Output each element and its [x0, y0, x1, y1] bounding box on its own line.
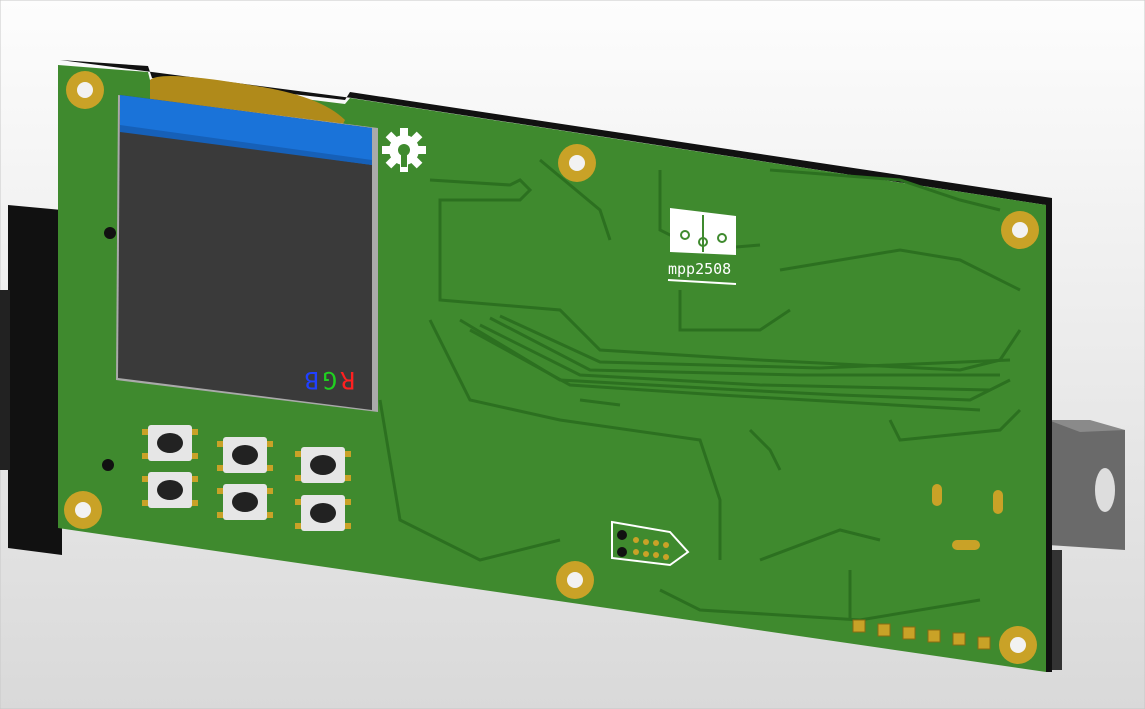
left-header-connector	[0, 205, 62, 555]
header-pads	[852, 619, 991, 650]
mounting-hole	[999, 626, 1037, 664]
jack-pads	[932, 484, 1003, 550]
rgb-label-g: G	[323, 366, 337, 394]
tactile-button-2[interactable]	[217, 437, 273, 473]
board-logo: mpp2508	[667, 208, 737, 285]
mounting-hole	[556, 561, 594, 599]
rgb-label-r: R	[340, 366, 355, 394]
debug-connector-footprint	[611, 520, 690, 567]
gear-icon	[382, 128, 426, 172]
dc-jack	[1048, 420, 1125, 670]
mounting-hole	[558, 144, 596, 182]
rgb-label-b: B	[305, 366, 319, 394]
mounting-hole	[1001, 211, 1039, 249]
lcd-display: R G B	[116, 95, 378, 412]
tactile-button-3[interactable]	[295, 447, 351, 483]
mounting-hole	[66, 71, 104, 109]
mounting-hole	[64, 491, 102, 529]
tactile-button-1[interactable]	[142, 425, 198, 461]
tactile-buttons	[142, 425, 351, 531]
copper-traces	[378, 158, 1022, 622]
board-label: mpp2508	[668, 260, 731, 278]
mounting-holes	[64, 71, 1039, 664]
tactile-button-6[interactable]	[295, 495, 351, 531]
display-flex-cable	[150, 76, 345, 130]
tactile-button-4[interactable]	[142, 472, 198, 508]
tactile-button-5[interactable]	[217, 484, 273, 520]
